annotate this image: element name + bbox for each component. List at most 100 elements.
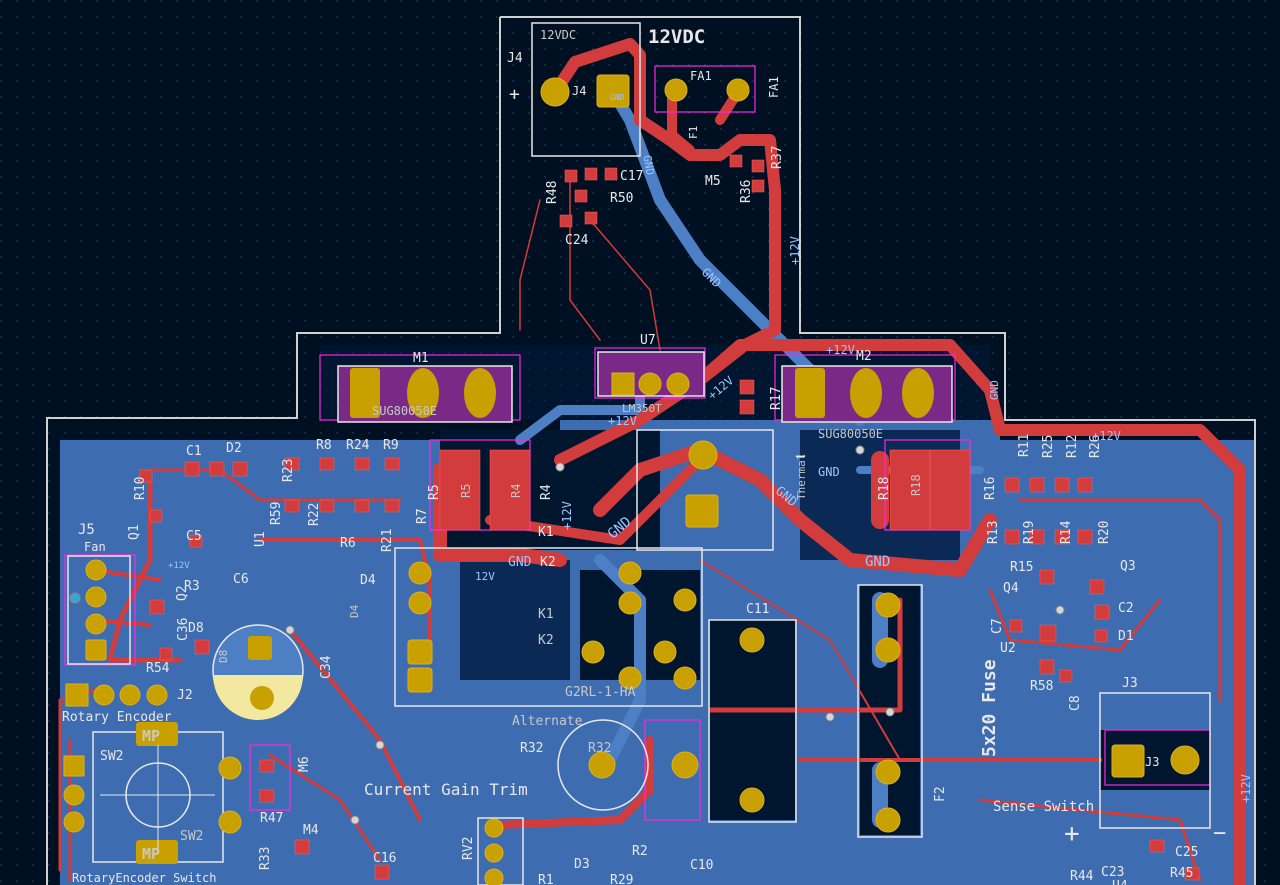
label-q3: Q3 bbox=[1120, 559, 1136, 574]
label-sw2: SW2 bbox=[100, 749, 123, 764]
label-d8: D8 bbox=[188, 621, 204, 636]
label-minus-sense: − bbox=[1213, 821, 1226, 846]
label-r59: R59 bbox=[269, 502, 284, 525]
label-k2-body: K2 bbox=[538, 633, 554, 648]
label-r45: R45 bbox=[1170, 866, 1193, 881]
label-relay-body: G2RL-1-HA bbox=[565, 685, 636, 700]
label-c24: C24 bbox=[565, 233, 589, 248]
label-q2: Q2 bbox=[175, 585, 190, 601]
label-r32-inner: R32 bbox=[588, 741, 611, 756]
label-r23: R23 bbox=[281, 459, 296, 482]
label-plus-power: + bbox=[509, 84, 520, 105]
label-r26: R26 bbox=[1088, 435, 1103, 458]
silkscreen-labels: 12VDC 12VDC J4 J4 + FA1 FA1 F1 R37 M5 R3… bbox=[62, 26, 1226, 885]
label-mp-bottom: MP bbox=[142, 845, 160, 863]
label-k2: K2 bbox=[540, 555, 556, 570]
label-j4-pad: J4 bbox=[572, 84, 586, 98]
label-c8: C8 bbox=[1068, 695, 1083, 711]
label-r32: R32 bbox=[520, 741, 543, 756]
label-thermal: Thermal bbox=[795, 454, 808, 500]
label-alternate: Alternate bbox=[512, 714, 583, 729]
board-outline bbox=[46, 16, 1256, 885]
label-r50: R50 bbox=[610, 191, 633, 206]
label-j3-pad: J3 bbox=[1145, 755, 1159, 769]
label-u2: U2 bbox=[1000, 641, 1016, 656]
label-r15: R15 bbox=[1010, 560, 1033, 575]
capacitor-c34 bbox=[212, 624, 304, 720]
label-r4-inner: R4 bbox=[509, 484, 523, 498]
label-fuse-title: 5x20 Fuse bbox=[979, 659, 1000, 757]
label-r10: R10 bbox=[133, 477, 148, 500]
net-gnd-4: GND bbox=[508, 555, 532, 570]
label-c25: C25 bbox=[1175, 845, 1198, 860]
label-fa1-side: FA1 bbox=[767, 76, 781, 98]
label-m6: M6 bbox=[297, 756, 312, 772]
label-m4: M4 bbox=[303, 823, 319, 838]
label-m1-body: SUG80050E bbox=[372, 404, 437, 418]
label-c6: C6 bbox=[233, 572, 249, 587]
label-r36: R36 bbox=[739, 180, 754, 203]
label-r12: R12 bbox=[1065, 435, 1080, 458]
label-r37: R37 bbox=[770, 146, 785, 169]
net-12v-1: +12V bbox=[788, 236, 802, 265]
label-r48: R48 bbox=[545, 181, 560, 204]
label-current-gain-trim: Current Gain Trim bbox=[364, 780, 528, 799]
label-c5: C5 bbox=[186, 529, 202, 544]
net-gnd-5: GND bbox=[865, 554, 890, 570]
label-q4: Q4 bbox=[1003, 581, 1019, 596]
label-rotary-encoder-switch: RotaryEncoder Switch bbox=[72, 871, 217, 885]
net-12v-8: 12V bbox=[475, 570, 495, 583]
label-f1: F1 bbox=[687, 126, 700, 139]
label-r22: R22 bbox=[307, 503, 322, 526]
label-k1-body: K1 bbox=[538, 607, 554, 622]
label-r1: R1 bbox=[538, 873, 554, 885]
net-gnd-2: GND bbox=[640, 154, 656, 176]
label-r24: R24 bbox=[346, 438, 370, 453]
label-rotary-encoder: Rotary Encoder bbox=[62, 710, 172, 725]
label-r25: R25 bbox=[1041, 435, 1056, 458]
label-j4-silk: 12VDC bbox=[540, 28, 576, 42]
label-c36: C36 bbox=[176, 618, 191, 641]
label-r2: R2 bbox=[632, 844, 648, 859]
label-r9: R9 bbox=[383, 438, 399, 453]
label-r44: R44 bbox=[1070, 869, 1094, 884]
label-r33: R33 bbox=[258, 847, 273, 870]
label-fa1: FA1 bbox=[690, 69, 712, 83]
label-12vdc-title: 12VDC bbox=[648, 26, 705, 48]
label-d3: D3 bbox=[574, 857, 590, 872]
label-rv2: RV2 bbox=[461, 837, 476, 860]
label-r13: R13 bbox=[986, 521, 1001, 544]
front-copper-tracks bbox=[58, 38, 1246, 885]
label-r18-inner: R18 bbox=[909, 474, 923, 496]
label-j2: J2 bbox=[177, 688, 193, 703]
net-12v-7: +12V bbox=[1239, 774, 1253, 803]
label-r19: R19 bbox=[1022, 521, 1037, 544]
label-j3: J3 bbox=[1122, 676, 1138, 691]
smd-pads bbox=[139, 154, 1200, 881]
label-fan: Fan bbox=[84, 540, 106, 554]
label-r7: R7 bbox=[415, 508, 430, 524]
label-r6: R6 bbox=[340, 536, 356, 551]
label-c17: C17 bbox=[620, 169, 643, 184]
label-d2: D2 bbox=[226, 441, 242, 456]
label-c16: C16 bbox=[373, 851, 396, 866]
label-r5: R5 bbox=[427, 484, 442, 500]
label-r3: R3 bbox=[184, 579, 200, 594]
net-12v-9: +12V bbox=[168, 561, 190, 571]
label-sw2-body: SW2 bbox=[180, 829, 203, 844]
label-r5-inner: R5 bbox=[459, 484, 473, 498]
label-r14: R14 bbox=[1059, 520, 1074, 544]
label-r17: R17 bbox=[769, 387, 784, 410]
label-r11: R11 bbox=[1017, 434, 1032, 457]
label-c34: C34 bbox=[319, 655, 334, 679]
net-gnd-8: GND bbox=[988, 380, 1001, 400]
label-u4: U4 bbox=[1112, 879, 1128, 885]
label-r58: R58 bbox=[1030, 679, 1053, 694]
label-m2-body: SUG80050E bbox=[818, 427, 883, 441]
label-c10: C10 bbox=[690, 858, 713, 873]
label-minus-thermal: − bbox=[795, 446, 806, 467]
net-12v-5: +12V bbox=[560, 501, 574, 530]
label-c7: C7 bbox=[990, 618, 1005, 634]
label-r8: R8 bbox=[316, 438, 332, 453]
